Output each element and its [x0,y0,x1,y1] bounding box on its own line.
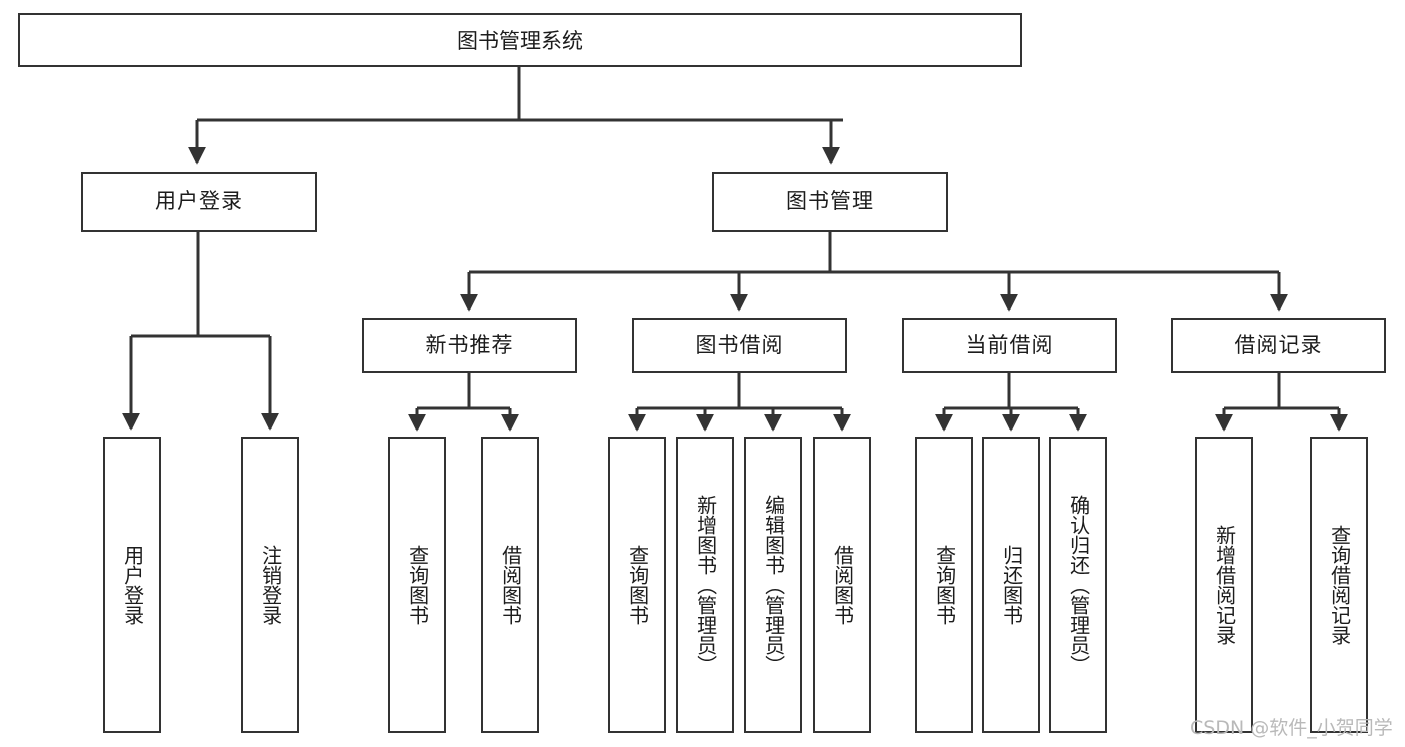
leaf-label: 借阅图书 [830,545,855,625]
leaf-label: 查询图书 [405,545,430,625]
leaf-label: 注销登录 [258,545,283,625]
leaf-label: 查询借阅记录 [1327,525,1352,645]
leaf-label: 归还图书 [999,545,1024,625]
leaf-newbook-query-book[interactable]: 查询图书 [388,437,446,733]
leaf-label: 用户登录 [120,545,145,625]
node-book-manage[interactable]: 图书管理 [712,172,948,232]
leaf-borrow-add-book-admin[interactable]: 新增图书（管理员） [676,437,734,733]
leaf-label: 新增图书（管理员） [693,495,718,675]
leaf-current-return-book[interactable]: 归还图书 [982,437,1040,733]
leaf-current-query-book[interactable]: 查询图书 [915,437,973,733]
leaf-record-query-record[interactable]: 查询借阅记录 [1310,437,1368,733]
leaf-borrow-borrow-book[interactable]: 借阅图书 [813,437,871,733]
leaf-label: 新增借阅记录 [1212,525,1237,645]
node-new-book-recommend[interactable]: 新书推荐 [362,318,577,373]
leaf-label: 编辑图书（管理员） [761,495,786,675]
csdn-watermark: CSDN @软件_小贺同学 [1190,717,1393,739]
leaf-user-logout[interactable]: 注销登录 [241,437,299,733]
node-book-borrow[interactable]: 图书借阅 [632,318,847,373]
node-borrow-record[interactable]: 借阅记录 [1171,318,1386,373]
node-user-login[interactable]: 用户登录 [81,172,317,232]
leaf-record-add-record[interactable]: 新增借阅记录 [1195,437,1253,733]
leaf-label: 确认归还（管理员） [1066,495,1091,675]
node-current-borrow[interactable]: 当前借阅 [902,318,1117,373]
leaf-label: 查询图书 [625,545,650,625]
node-root-system[interactable]: 图书管理系统 [18,13,1022,67]
leaf-current-confirm-return-admin[interactable]: 确认归还（管理员） [1049,437,1107,733]
leaf-borrow-query-book[interactable]: 查询图书 [608,437,666,733]
leaf-label: 查询图书 [932,545,957,625]
leaf-newbook-borrow-book[interactable]: 借阅图书 [481,437,539,733]
leaf-user-login[interactable]: 用户登录 [103,437,161,733]
leaf-label: 借阅图书 [498,545,523,625]
leaf-borrow-edit-book-admin[interactable]: 编辑图书（管理员） [744,437,802,733]
